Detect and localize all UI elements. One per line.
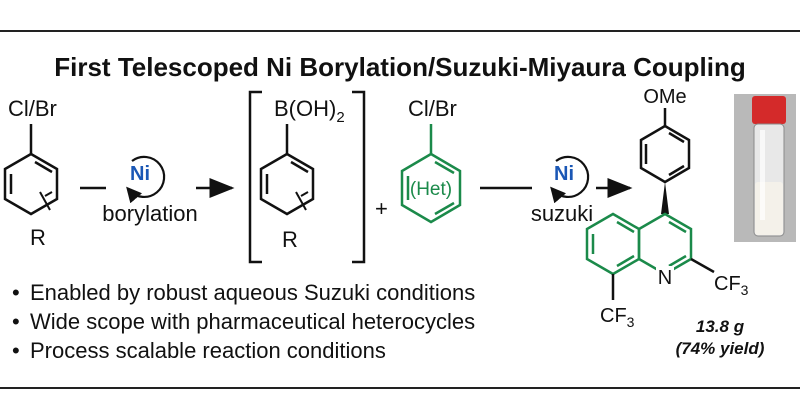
borylation-step: Ni borylation <box>80 155 235 226</box>
yield-block: 13.8 g (74% yield) <box>640 316 800 360</box>
nickel-label: Ni <box>130 163 150 185</box>
nickel-label: Ni <box>554 163 574 185</box>
het-label: (Het) <box>410 179 452 200</box>
boronic-acid-label: B(OH)2 <box>274 96 345 126</box>
page-title: First Telescoped Ni Borylation/Suzuki-Mi… <box>54 52 746 82</box>
vial-cap <box>752 96 786 124</box>
product-structure: OMe N CF3 CF3 <box>585 86 749 330</box>
left-bracket <box>248 90 262 264</box>
bullet-list: •Enabled by robust aqueous Suzuki condit… <box>12 278 475 365</box>
product-amount: 13.8 g <box>695 317 745 336</box>
anisole-ring <box>639 124 691 184</box>
cf3-label-right: CF3 <box>714 273 749 298</box>
vial-photo <box>734 94 796 242</box>
benzene-ring <box>259 152 315 216</box>
bullet-item: •Enabled by robust aqueous Suzuki condit… <box>12 280 476 305</box>
heteroaryl-halide: Cl/Br (Het) <box>400 96 462 224</box>
bullet-marker: • <box>12 280 20 305</box>
wedge-bond <box>661 182 669 214</box>
catalytic-cycle-icon <box>550 155 590 204</box>
methoxy-label: OMe <box>643 86 686 108</box>
bullet-marker: • <box>12 338 20 363</box>
r-substituent-label: R <box>282 227 298 252</box>
bullet-item: •Wide scope with pharmaceutical heterocy… <box>12 309 476 334</box>
right-bracket <box>352 90 366 264</box>
bottom-rule <box>0 387 800 389</box>
bullet-item: •Process scalable reaction conditions <box>12 338 386 363</box>
starting-material: Cl/Br R <box>3 96 59 250</box>
plus-sign: + <box>375 196 388 221</box>
pyridine-ring <box>637 212 693 276</box>
nitrogen-label: N <box>658 267 672 289</box>
catalytic-cycle-icon <box>126 155 166 204</box>
top-rule <box>0 30 800 32</box>
benzo-ring <box>585 212 641 276</box>
bullet-marker: • <box>12 309 20 334</box>
suzuki-caption: suzuki <box>531 201 593 226</box>
suzuki-step: Ni suzuki <box>480 155 633 226</box>
boronic-acid-intermediate: B(OH)2 R <box>248 90 366 264</box>
halide-label: Cl/Br <box>8 96 57 121</box>
heteroaryl-ring <box>400 152 462 224</box>
halide-label: Cl/Br <box>408 96 457 121</box>
benzene-ring <box>3 152 59 216</box>
r-substituent-label: R <box>30 225 46 250</box>
borylation-caption: borylation <box>102 201 197 226</box>
product-yield: (74% yield) <box>675 339 765 358</box>
cf3-label-bottom: CF3 <box>600 305 635 330</box>
